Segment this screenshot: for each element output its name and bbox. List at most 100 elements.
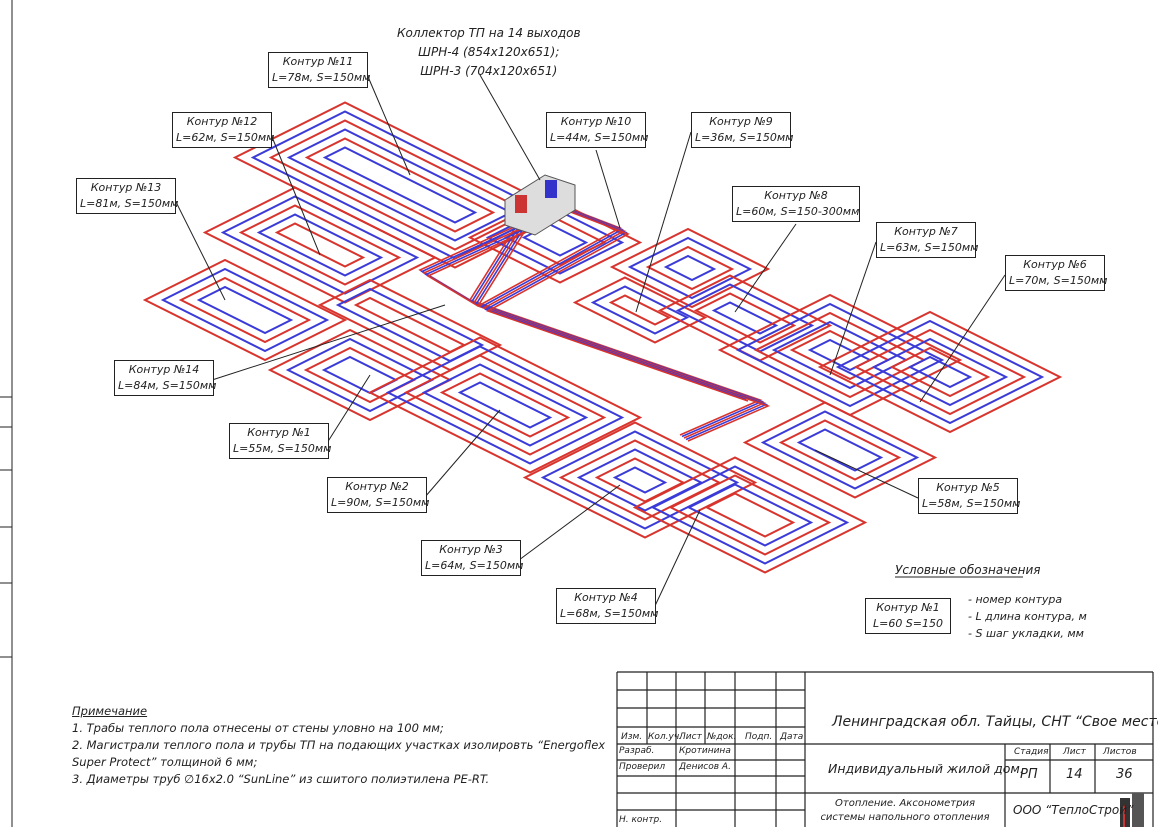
contour-label-3: Контур №3 L=64м, S=150мм: [421, 540, 524, 576]
contour-name: Контур №3: [439, 543, 503, 556]
notes: Примечание 1. Трабы теплого пола отнесен…: [72, 704, 606, 786]
pipe-loop: [353, 296, 467, 354]
pipe-loop: [657, 274, 833, 362]
leader-line: [814, 449, 919, 499]
pipe-loop: [760, 410, 920, 490]
company-logo-icon: [1120, 793, 1144, 827]
leader-line: [173, 197, 226, 301]
pipe-loop: [322, 146, 478, 224]
contour-name: Контур №5: [936, 481, 1000, 494]
pipe-loop: [321, 355, 399, 395]
leader-line: [635, 131, 692, 313]
contour-name: Контур №11: [282, 55, 354, 68]
contour-params: L=70м, S=150мм: [1009, 274, 1108, 287]
pipe-loop: [317, 278, 503, 372]
tb-prov: Денисов А.: [679, 762, 731, 772]
leader-line: [595, 149, 621, 229]
pipe-loop: [711, 301, 779, 335]
pipe-loop: [335, 287, 485, 363]
contour-params: L=68м, S=150мм: [560, 607, 659, 620]
tb-izm: Изм.: [621, 732, 643, 742]
pipe-loop: [853, 328, 1027, 416]
pipe-loop: [871, 337, 1009, 407]
pipe-loop: [693, 292, 797, 344]
contour-label-7: Контур №7 L=63м, S=150мм: [876, 222, 979, 258]
leader-line: [829, 241, 877, 376]
pipe-loop: [632, 456, 868, 574]
pipe-loop: [421, 363, 589, 447]
contour-name: Контур №7: [894, 225, 958, 238]
contour-params: L=62м, S=150мм: [176, 131, 275, 144]
pipe-loop: [742, 401, 938, 499]
pipe-loop: [238, 204, 402, 286]
leader-line: [919, 274, 1006, 403]
tb-data: Дата: [780, 732, 804, 742]
contour-params: L=90м, S=150мм: [331, 496, 430, 509]
contour-name: Контур №8: [764, 189, 828, 202]
legend-items: - номер контура- L длина контура, м- S ш…: [968, 593, 1087, 640]
tb-razrab-label: Разраб.: [619, 746, 655, 756]
pipe-loop: [612, 466, 668, 494]
leader-line: [653, 509, 701, 609]
tb-podp: Подп.: [745, 732, 773, 742]
pipe-loop: [817, 310, 1063, 434]
pipe-loop: [735, 302, 945, 408]
pipe-loop: [608, 294, 672, 326]
contour-params: L=58м, S=150мм: [922, 497, 1021, 510]
pipe-loop: [286, 128, 514, 242]
tb-nkontr-label: Н. контр.: [619, 815, 663, 825]
leader-line: [424, 409, 501, 498]
contour-params: L=84м, S=150мм: [118, 379, 217, 392]
main-pipes: [418, 204, 771, 442]
contour-name: Контур №1: [247, 426, 311, 439]
pipe-loop: [196, 285, 294, 335]
pipe-loop: [686, 483, 814, 547]
pipe-loop: [304, 137, 496, 233]
contour-name: Контур №4: [574, 591, 638, 604]
tb-prov-label: Проверил: [619, 762, 666, 772]
tb-sheets: 36: [1116, 767, 1133, 782]
contour-params: L=44м, S=150мм: [550, 131, 649, 144]
collector-leader: [479, 74, 541, 181]
pipe-loop: [609, 227, 771, 309]
pipe-loop: [457, 381, 553, 429]
pipe-loop: [907, 355, 973, 389]
tb-address: Ленинградская обл. Тайцы, СНТ “Свое мест…: [832, 714, 1158, 730]
pipe-loop: [627, 236, 753, 300]
pipe-loop: [303, 346, 417, 404]
contour-params: L=64м, S=150мм: [425, 559, 524, 572]
pipe-loop: [645, 245, 735, 291]
tb-sheet: 14: [1066, 767, 1083, 782]
leader-line: [734, 223, 797, 313]
contour-params: L=81м, S=150мм: [80, 197, 179, 210]
tb-list: Лист: [679, 732, 702, 742]
manifold: [504, 174, 576, 236]
pipe-loop: [675, 283, 815, 353]
contour-params: L=78м, S=150мм: [272, 71, 371, 84]
pipe-loop: [439, 372, 571, 438]
contour-params: L=36м, S=150мм: [695, 131, 794, 144]
tb-stage: РП: [1020, 767, 1038, 782]
tb-stage-label: Стадия: [1014, 747, 1049, 757]
pipe-loop: [796, 428, 884, 472]
leader-line: [269, 131, 321, 256]
pipe-loop: [594, 457, 686, 503]
pipe-loop: [178, 276, 312, 344]
pipe-loop: [835, 319, 1045, 425]
tb-sheets-label: Листов: [1103, 747, 1137, 757]
contour-params: L=63м, S=150мм: [880, 241, 979, 254]
pipe-loop: [668, 474, 832, 556]
pipe-loop: [160, 267, 330, 353]
contour-label-4: Контур №4 L=68м, S=150мм: [556, 588, 659, 624]
tb-object: Индивидуальный жилой дом.: [828, 761, 1024, 776]
